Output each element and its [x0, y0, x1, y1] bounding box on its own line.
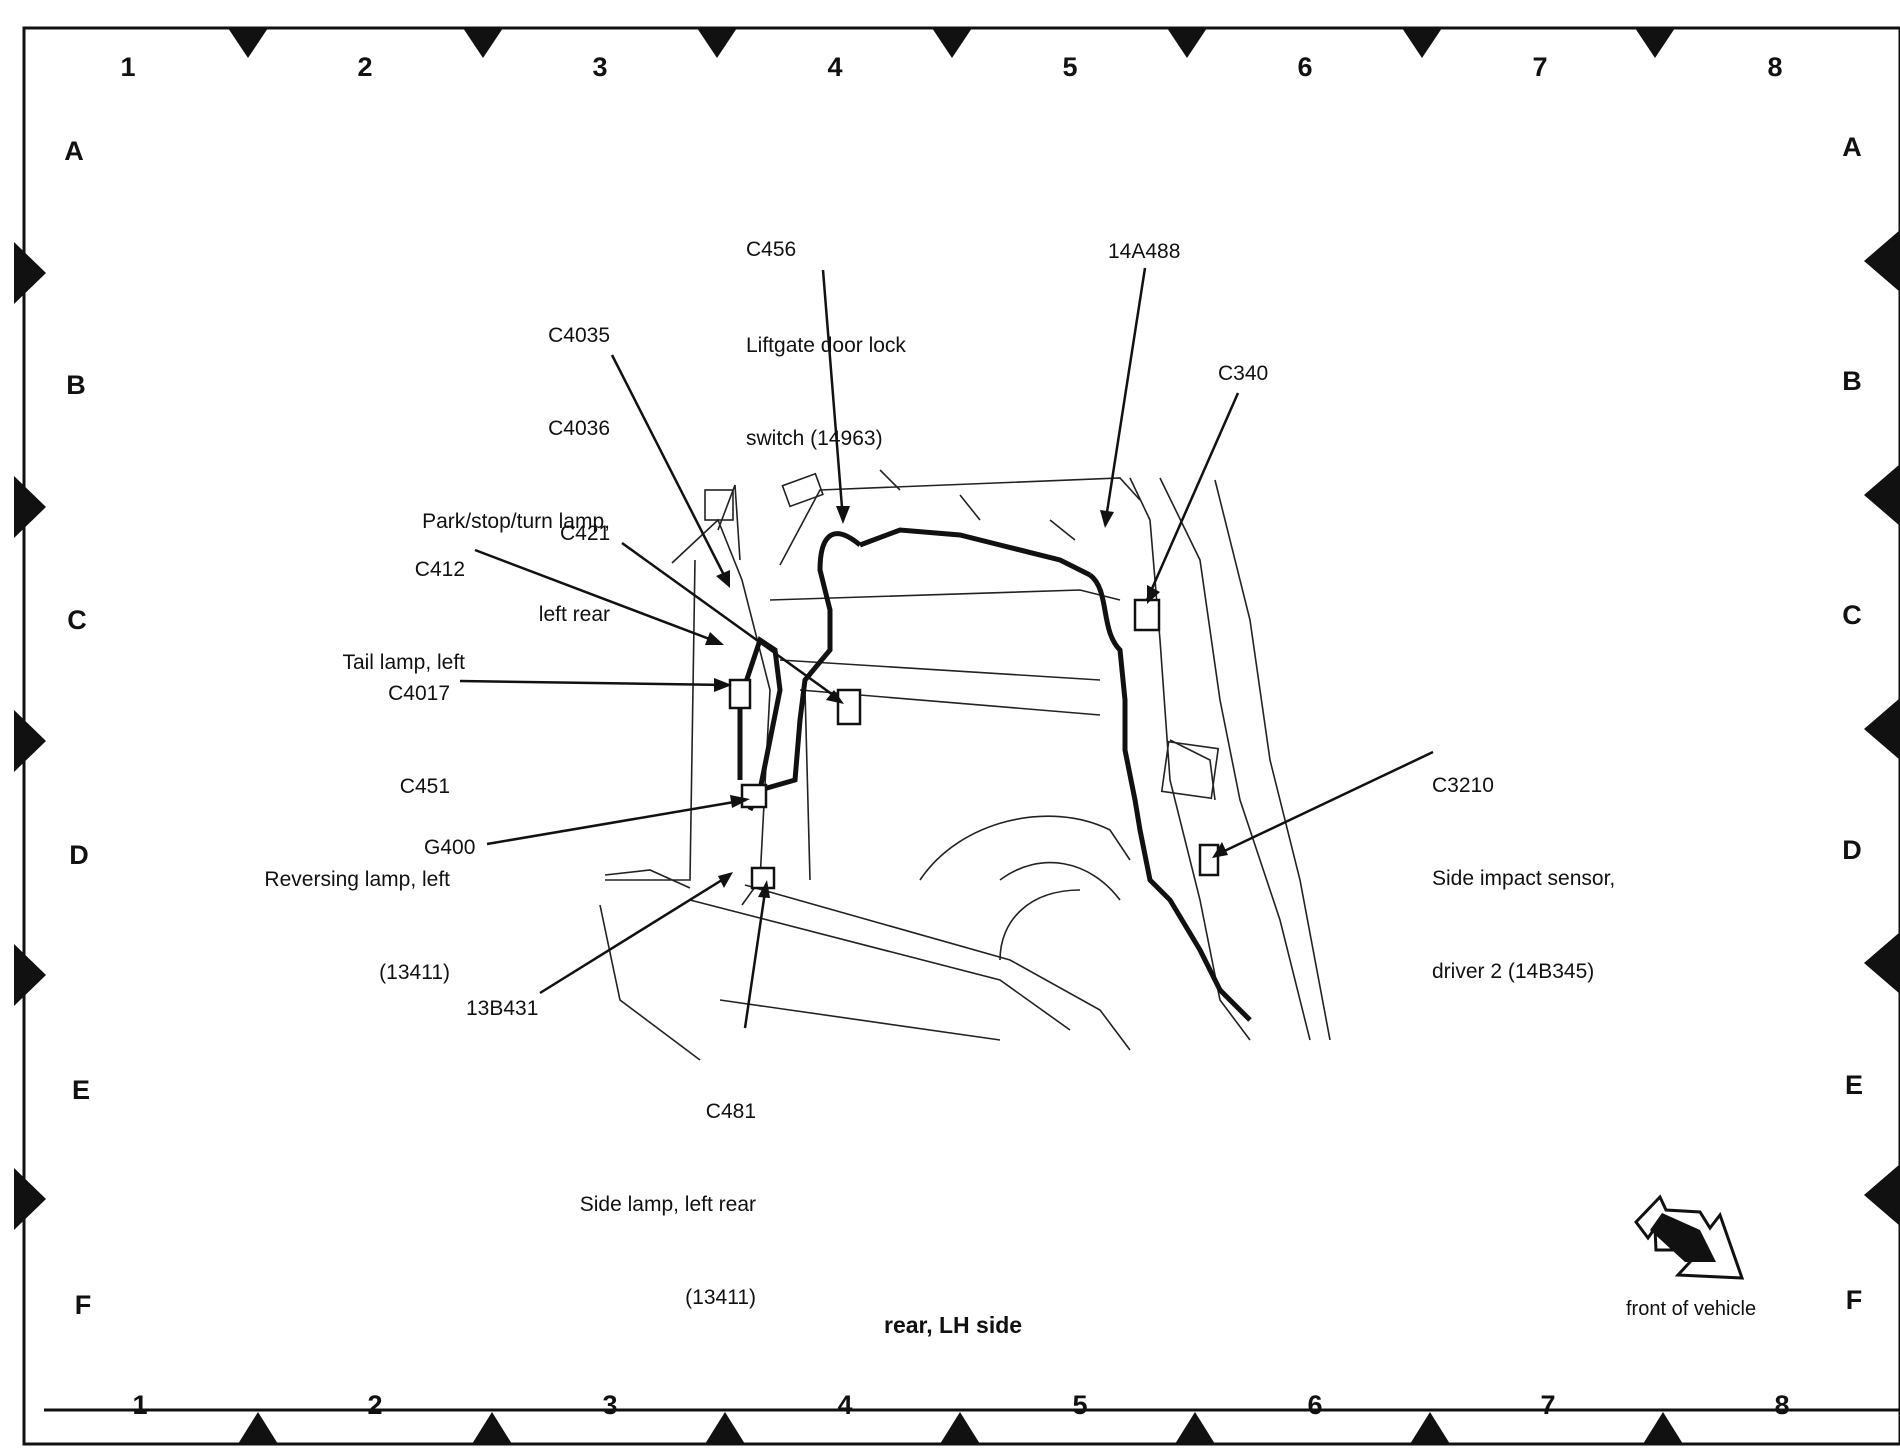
right-grid-markers	[1864, 230, 1900, 1226]
grid-col-bottom-7: 7	[1540, 1390, 1556, 1420]
callout-g400: G400	[424, 836, 476, 859]
ground-g400	[740, 783, 768, 809]
callout-c3210-line2: driver 2 (14B345)	[1432, 960, 1595, 983]
grid-row-right-E: E	[1844, 1070, 1863, 1100]
grid-row-right-D: D	[1842, 835, 1862, 865]
grid-col-bottom-1: 1	[132, 1390, 148, 1420]
connector-c340	[1133, 598, 1161, 632]
grid-col-top-1: 1	[120, 52, 136, 82]
callout-c3210-line1: Side impact sensor,	[1432, 867, 1616, 890]
callout-c456: C456 Liftgate door lock switch (14963)	[746, 172, 906, 485]
callout-c4035-line2: left rear	[538, 603, 610, 626]
grid-col-bottom-3: 3	[602, 1390, 618, 1420]
callout-c481-line2: (13411)	[685, 1286, 756, 1309]
callout-c481: C481 Side lamp, left rear (13411)	[520, 1034, 756, 1344]
callout-c412-code: C412	[414, 558, 465, 581]
grid-col-bottom-4: 4	[837, 1390, 853, 1420]
grid-row-left-A: A	[64, 136, 84, 166]
callout-c4035-code2: C4036	[548, 417, 610, 440]
grid-row-right-A: A	[1842, 132, 1862, 162]
front-direction-arrow-icon	[1634, 1194, 1745, 1280]
grid-row-left-F: F	[74, 1290, 92, 1320]
diagram-caption: rear, LH side	[884, 1312, 1023, 1338]
callout-c340: C340	[1218, 362, 1269, 385]
wiring-harness	[737, 527, 1252, 1022]
callout-c456-line2: switch (14963)	[746, 427, 883, 450]
connector-c3210	[1198, 843, 1220, 877]
callout-c4035-line1: Park/stop/turn lamp,	[422, 510, 610, 533]
connector-c4017	[728, 678, 752, 710]
callout-c4035-code1: C4035	[548, 324, 610, 347]
grid-col-top-5: 5	[1062, 52, 1078, 82]
bottom-grid-markers	[238, 1412, 1683, 1444]
grid-col-bottom-8: 8	[1774, 1390, 1790, 1420]
grid-row-left-B: B	[66, 370, 86, 400]
callout-13b431: 13B431	[466, 997, 539, 1020]
callout-c4017: C4017 C451 Reversing lamp, left (13411)	[220, 616, 450, 1019]
grid-col-bottom-6: 6	[1307, 1390, 1323, 1420]
grid-col-top-8: 8	[1767, 52, 1783, 82]
grid-col-top-7: 7	[1532, 52, 1548, 82]
grid-row-left-D: D	[69, 840, 89, 870]
grid-col-top-4: 4	[827, 52, 843, 82]
callout-c456-code: C456	[746, 238, 797, 261]
vehicle-body-drawing	[599, 469, 1331, 1061]
grid-col-top-6: 6	[1297, 52, 1313, 82]
callout-14a488: 14A488	[1108, 240, 1181, 263]
grid-row-left-C: C	[67, 605, 87, 635]
grid-row-right-B: B	[1842, 366, 1862, 396]
callout-c421: C421	[560, 522, 611, 545]
callout-c3210-code: C3210	[1432, 774, 1494, 797]
connector-c481	[750, 866, 776, 890]
callout-c456-line1: Liftgate door lock	[746, 334, 906, 357]
connector-c421	[836, 688, 862, 726]
callout-c4017-code1: C4017	[388, 682, 450, 705]
callout-c481-code: C481	[705, 1100, 756, 1123]
callout-c3210: C3210 Side impact sensor, driver 2 (14B3…	[1432, 708, 1615, 1018]
grid-col-top-3: 3	[592, 52, 608, 82]
front-of-vehicle-label: front of vehicle	[1626, 1298, 1757, 1320]
left-grid-markers	[14, 242, 46, 1230]
callout-c4035: C4035 C4036 Park/stop/turn lamp, left re…	[380, 258, 610, 661]
callout-c4017-line1: Reversing lamp, left	[264, 868, 450, 891]
callout-c412-line1: Tail lamp, left	[342, 651, 465, 674]
callout-c4017-code2: C451	[399, 775, 450, 798]
grid-col-top-2: 2	[357, 52, 373, 82]
grid-row-right-C: C	[1842, 600, 1862, 630]
callout-c4017-line2: (13411)	[379, 961, 450, 984]
grid-row-right-F: F	[1845, 1285, 1863, 1315]
top-grid-markers	[228, 28, 1675, 58]
callout-c481-line1: Side lamp, left rear	[579, 1193, 756, 1216]
grid-col-bottom-5: 5	[1072, 1390, 1088, 1420]
callout-c412: C412 Tail lamp, left	[260, 492, 465, 709]
grid-row-left-E: E	[71, 1075, 90, 1105]
grid-col-bottom-2: 2	[367, 1390, 383, 1420]
leader-lines	[459, 267, 1434, 1029]
